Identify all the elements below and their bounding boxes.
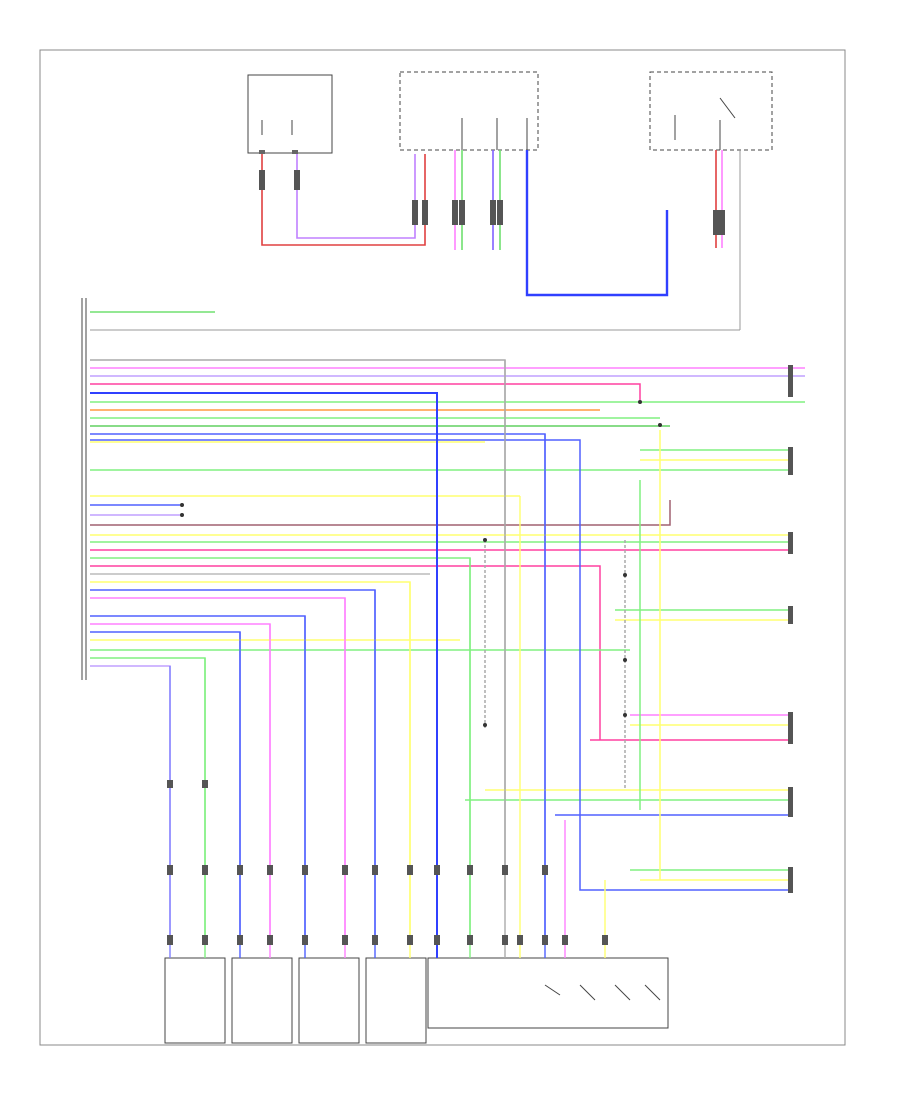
diagram-frame bbox=[39, 49, 846, 1046]
wire-yellow-4 bbox=[90, 581, 411, 940]
bottom-sensor-3 bbox=[298, 957, 360, 1044]
wire-magenta-3 bbox=[90, 565, 601, 740]
wire-violet-3 bbox=[90, 665, 171, 940]
bus-wires bbox=[90, 359, 805, 940]
wire-blue-5 bbox=[90, 615, 306, 940]
wire-pink-3 bbox=[90, 623, 271, 940]
right-side-wires bbox=[90, 430, 790, 891]
connector-ticks bbox=[167, 170, 725, 945]
wire-gray-1 bbox=[90, 359, 506, 900]
wire-violet-top bbox=[296, 154, 416, 239]
bottom-control-unit bbox=[427, 957, 669, 1029]
bottom-sensor-4 bbox=[365, 957, 427, 1044]
right-connectors bbox=[788, 365, 793, 893]
top-right-relay-box bbox=[649, 71, 773, 151]
bottom-sensor-1 bbox=[164, 957, 226, 1044]
top-left-fuse-box bbox=[247, 74, 333, 154]
wire-magenta-1 bbox=[90, 383, 641, 400]
bottom-drops bbox=[169, 360, 606, 958]
bottom-sensor-2 bbox=[231, 957, 293, 1044]
wire-red-top bbox=[261, 154, 426, 246]
wire-brown-1 bbox=[90, 500, 671, 526]
wire-blue-4 bbox=[90, 589, 376, 940]
wire-blue-6 bbox=[90, 631, 241, 940]
wire-blue-top bbox=[525, 150, 669, 297]
wire-blue-2 bbox=[90, 433, 546, 940]
wire-green-8 bbox=[90, 657, 206, 940]
main-control-module bbox=[81, 150, 741, 680]
splice-points bbox=[180, 400, 662, 727]
top-center-module bbox=[399, 71, 539, 151]
